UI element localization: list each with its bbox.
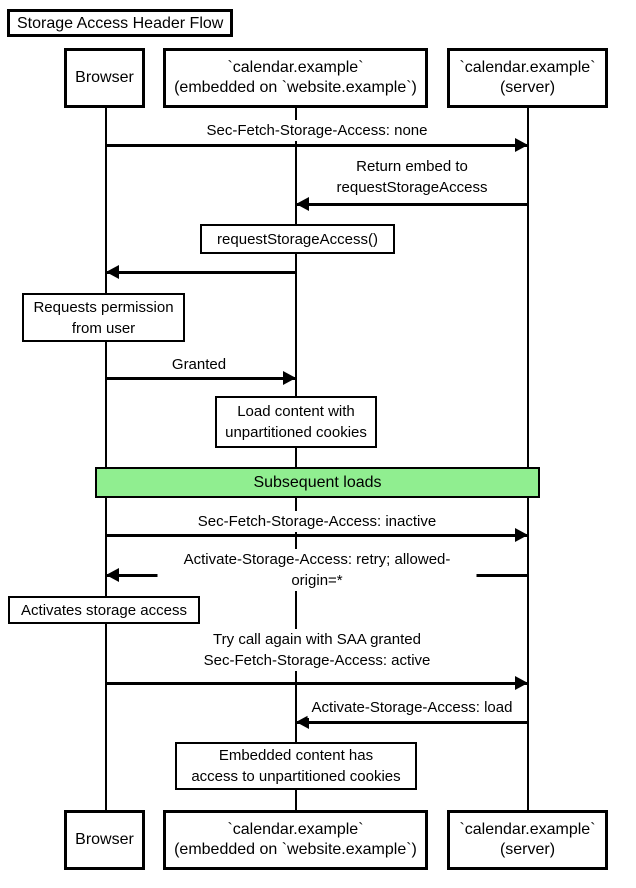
participant-label-browser: Browser (71, 829, 138, 851)
note-embedded: Load content with unpartitioned cookies (215, 396, 377, 448)
message-arrow-line (296, 203, 528, 206)
participant-embedded-top: `calendar.example` (embedded on `website… (163, 48, 428, 108)
arrowhead-icon (515, 138, 528, 152)
section-band-label: Subsequent loads (253, 473, 382, 491)
message-label: Activate-Storage-Access: retry; allowed-… (157, 549, 477, 591)
message-label: Sec-Fetch-Storage-Access: inactive (193, 511, 441, 532)
message-arrow-line (296, 721, 528, 724)
arrowhead-icon (283, 371, 296, 385)
participant-label-embedded: `calendar.example` (embedded on `website… (170, 57, 421, 99)
participant-server-top: `calendar.example` (server) (447, 48, 608, 108)
participant-label-browser: Browser (71, 67, 138, 89)
section-band: Subsequent loads (95, 467, 540, 498)
message-label: Sec-Fetch-Storage-Access: none (202, 120, 432, 141)
message-label: Try call again with SAA granted Sec-Fetc… (199, 629, 435, 671)
arrowhead-icon (296, 715, 309, 729)
message-arrow-line (106, 144, 528, 147)
message-label: Return embed to requestStorageAccess (332, 156, 492, 198)
participant-label-embedded: `calendar.example` (embedded on `website… (170, 819, 421, 861)
note-browser: Activates storage access (8, 596, 200, 624)
arrowhead-icon (296, 197, 309, 211)
lifeline-browser (105, 108, 107, 810)
arrowhead-icon (515, 676, 528, 690)
arrowhead-icon (106, 568, 119, 582)
message-arrow-line (106, 682, 528, 685)
participant-browser-bottom: Browser (64, 810, 145, 870)
message-arrow-line (106, 534, 528, 537)
message-label: Granted (167, 354, 231, 375)
note-embedded: Embedded content has access to unpartiti… (175, 742, 417, 790)
note-browser: Requests permission from user (22, 293, 185, 342)
message-label-boxed: requestStorageAccess() (200, 224, 395, 254)
lifeline-embedded (295, 108, 297, 810)
message-arrow-line (106, 271, 296, 274)
arrowhead-icon (106, 265, 119, 279)
participant-embedded-bottom: `calendar.example` (embedded on `website… (163, 810, 428, 870)
participant-label-server: `calendar.example` (server) (455, 57, 600, 99)
participant-browser-top: Browser (64, 48, 145, 108)
participant-label-server: `calendar.example` (server) (455, 819, 600, 861)
participant-server-bottom: `calendar.example` (server) (447, 810, 608, 870)
arrowhead-icon (515, 528, 528, 542)
message-arrow-line (106, 377, 296, 380)
diagram-title: Storage Access Header Flow (7, 9, 234, 37)
lifeline-server (527, 108, 529, 810)
message-label: Activate-Storage-Access: load (307, 697, 517, 718)
